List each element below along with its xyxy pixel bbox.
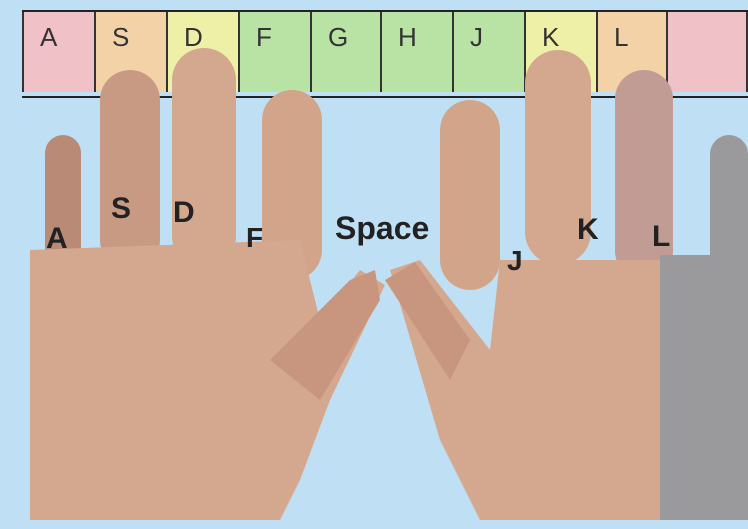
finger-label-k: K xyxy=(577,213,599,247)
finger-label-l: L xyxy=(652,220,670,254)
left-middle-finger xyxy=(172,48,236,268)
finger-label-j: J xyxy=(507,245,523,277)
finger-label-d: D xyxy=(173,196,195,230)
finger-label-a: A xyxy=(46,222,68,256)
right-index-finger xyxy=(440,100,500,290)
right-hand xyxy=(385,50,748,520)
space-label: Space xyxy=(335,210,429,247)
left-ring-finger xyxy=(100,70,160,270)
finger-label-s: S xyxy=(111,192,131,226)
finger-label-f: F xyxy=(246,222,263,254)
left-hand xyxy=(30,48,385,520)
right-hand-shadow xyxy=(660,255,748,520)
